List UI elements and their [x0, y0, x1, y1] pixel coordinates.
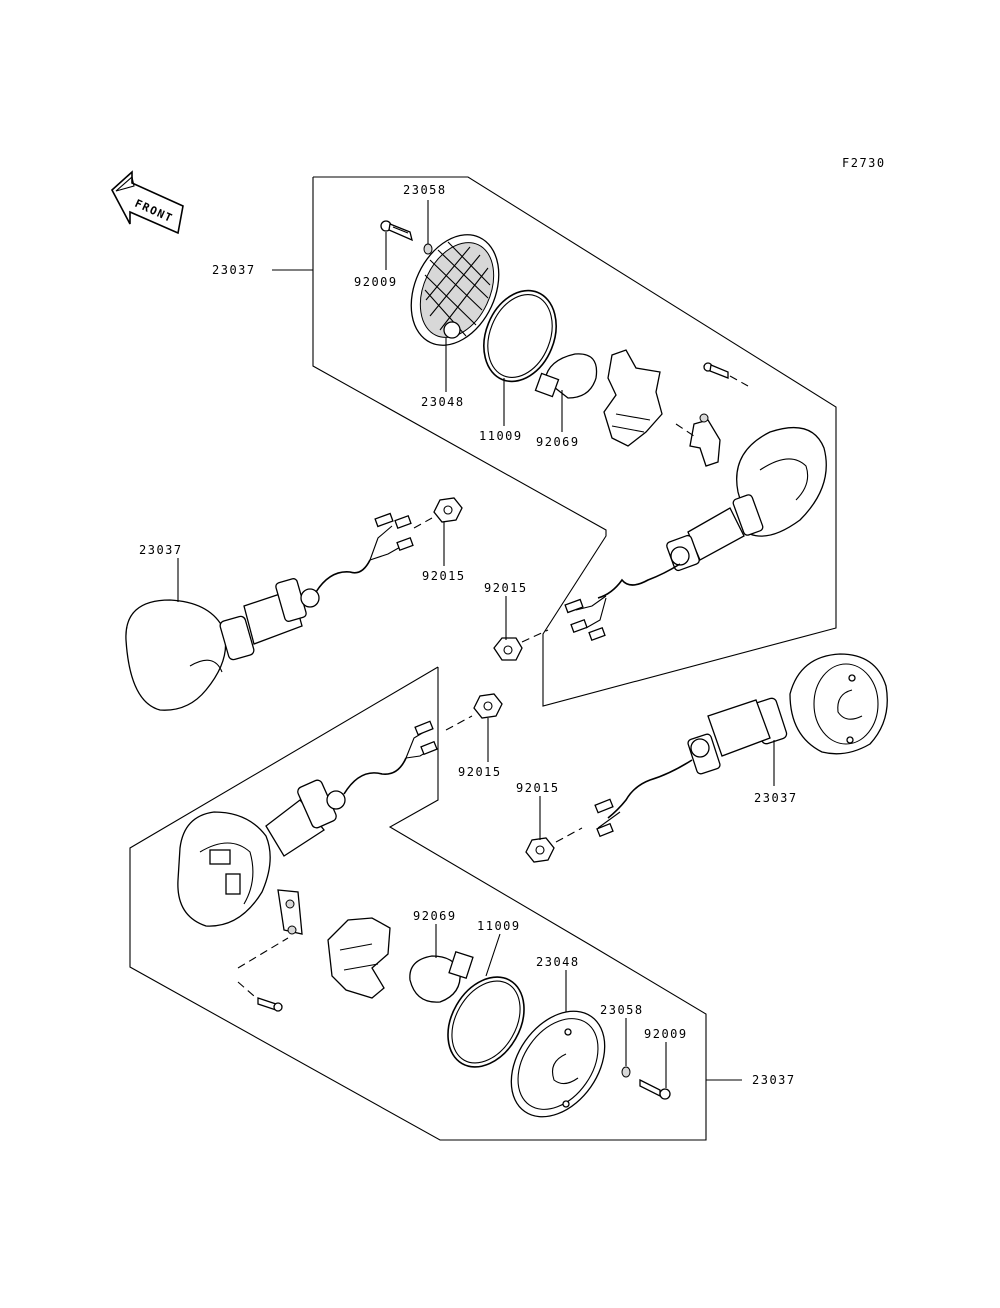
front-label: FRONT	[133, 197, 175, 225]
part-label: 92015	[484, 581, 528, 595]
nut-92015-d	[525, 837, 555, 863]
part-label: 11009	[479, 429, 523, 443]
screw-bottom-left	[257, 997, 283, 1012]
clip-bottom	[277, 889, 303, 935]
front-direction-arrow: FRONT	[111, 170, 184, 235]
gasket-11009-top	[483, 289, 557, 383]
clip-top	[689, 413, 721, 467]
part-label: 11009	[477, 919, 521, 933]
part-labels: 23058 23037 92009 23048 11009 92069 2303…	[139, 183, 798, 1087]
washer-23058-bottom	[621, 1066, 631, 1078]
part-label: 23058	[403, 183, 447, 197]
part-label: 92015	[458, 765, 502, 779]
bulb-92069-top	[534, 353, 598, 399]
leader-dash	[675, 423, 695, 437]
screw-top-right	[703, 362, 729, 379]
part-label: 92069	[536, 435, 580, 449]
nut-92015-b	[433, 497, 463, 523]
bulb-92069-bottom	[409, 950, 474, 1003]
part-label: 23048	[536, 955, 580, 969]
gasket-11009-bottom	[447, 976, 525, 1068]
part-label: 92015	[422, 569, 466, 583]
socket-bracket-top	[603, 349, 663, 447]
part-label: 23037	[212, 263, 256, 277]
group-box-front-right	[312, 176, 837, 707]
leader-dash	[729, 375, 749, 387]
part-label: 23037	[754, 791, 798, 805]
leader-lines	[177, 200, 775, 1088]
screw-92009-top	[380, 220, 413, 242]
part-label: 92009	[644, 1027, 688, 1041]
turn-signal-front-right	[564, 426, 827, 641]
leader-dash	[555, 827, 583, 843]
nut-92015-c	[473, 693, 503, 719]
washer-23058-top	[423, 243, 433, 255]
turn-signal-front-left	[125, 512, 414, 711]
turn-signal-rear-right	[594, 653, 888, 838]
leader-dash	[413, 517, 433, 529]
leader-dash	[237, 937, 289, 969]
part-label: 23037	[139, 543, 183, 557]
lens-23048-bottom	[510, 1010, 606, 1118]
leader-dash	[237, 981, 255, 997]
part-label: 23048	[421, 395, 465, 409]
nut-92015-a	[493, 637, 523, 661]
lens-23048-top	[410, 234, 500, 346]
socket-bracket-bottom	[327, 917, 391, 999]
part-label: 23037	[752, 1073, 796, 1087]
leader-dash	[521, 629, 549, 643]
turn-signal-rear-left	[177, 720, 438, 927]
part-label: 23058	[600, 1003, 644, 1017]
diagram-code: F2730	[842, 156, 886, 170]
group-box-rear-left	[129, 666, 707, 1141]
leader-dash	[445, 715, 473, 731]
part-label: 92009	[354, 275, 398, 289]
part-label: 92069	[413, 909, 457, 923]
screw-92009-bottom	[639, 1078, 671, 1100]
part-label: 92015	[516, 781, 560, 795]
